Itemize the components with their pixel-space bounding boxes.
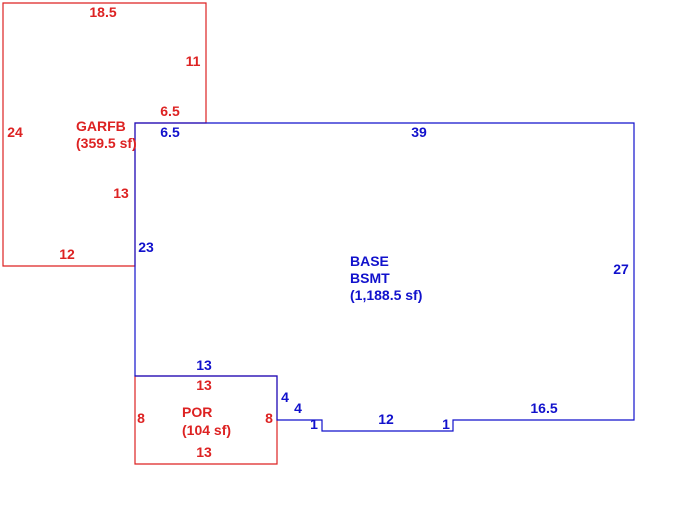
garage-dim-inner: 13	[113, 185, 129, 201]
garage-dim-top: 18.5	[89, 4, 116, 20]
garage-dim-right-upper: 11	[186, 53, 201, 69]
basement-dim-bottom-right: 16.5	[530, 400, 557, 416]
basement-dim-right: 27	[613, 261, 629, 277]
porch-dim-bottom: 13	[196, 444, 212, 460]
basement-dim-bottom-left: 13	[196, 357, 212, 373]
porch-area: (104 sf)	[182, 422, 231, 438]
basement-dim-notch-left-run: 4	[294, 400, 302, 416]
garage-dim-left: 24	[7, 124, 23, 140]
porch-name: POR	[182, 404, 212, 420]
garage-dim-bottom: 12	[59, 246, 75, 262]
porch-dim-top: 13	[196, 377, 212, 393]
basement-dim-left: 23	[138, 239, 154, 255]
basement-dim-jog-right: 1	[442, 416, 450, 432]
basement-name: BASE	[350, 253, 389, 269]
basement-dim-top: 39	[411, 124, 427, 140]
basement-outline	[134, 122, 635, 432]
porch-dim-left: 8	[137, 410, 145, 426]
basement-dim-top-left: 6.5	[160, 124, 180, 140]
garage-dim-step: 6.5	[160, 103, 180, 119]
garage-name: GARFB	[76, 118, 126, 134]
basement-dim-notch-bottom: 12	[378, 411, 394, 427]
basement-area: (1,188.5 sf)	[350, 287, 422, 303]
porch-dim-right: 8	[265, 410, 273, 426]
basement-dim-jog-left: 1	[310, 416, 318, 432]
basement-subname: BSMT	[350, 270, 390, 286]
garage-area: (359.5 sf)	[76, 135, 137, 151]
basement-dim-notch-left-height: 4	[281, 389, 289, 405]
